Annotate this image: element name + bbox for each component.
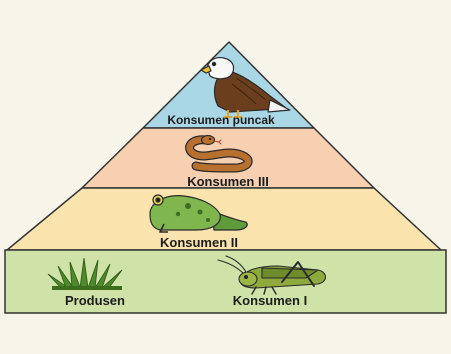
label-konsumen-i: Konsumen I [233, 293, 307, 308]
label-konsumen-ii: Konsumen II [160, 235, 238, 250]
label-konsumen-iii: Konsumen III [187, 174, 269, 189]
label-konsumen-puncak: Konsumen puncak [167, 113, 275, 127]
label-produsen: Produsen [65, 293, 125, 308]
